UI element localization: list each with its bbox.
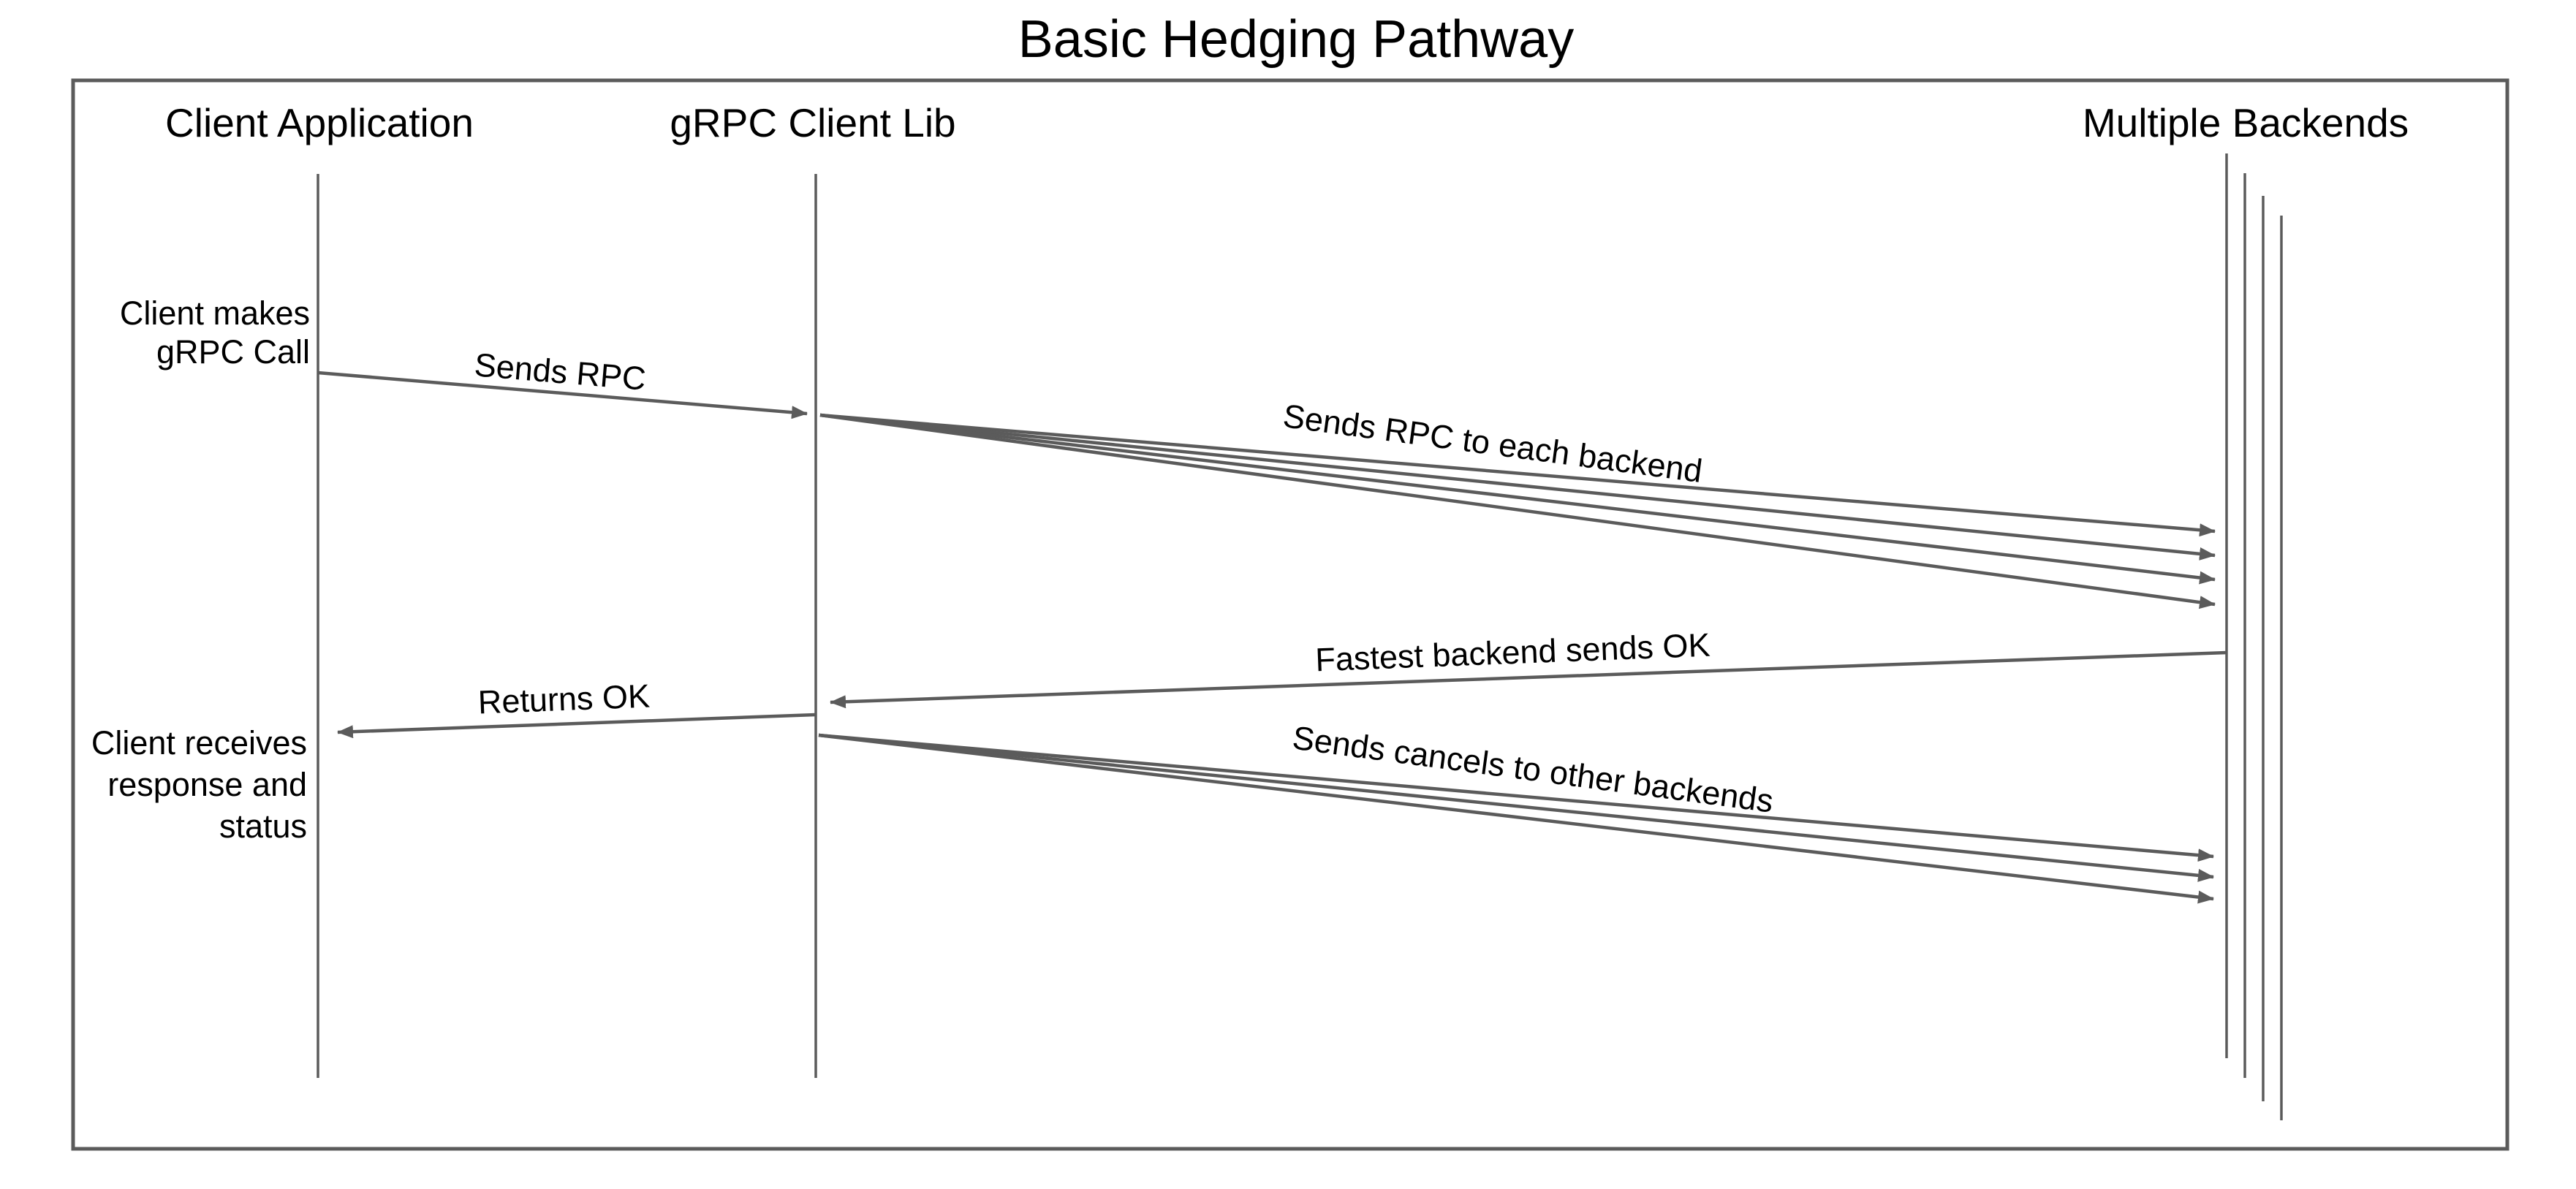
message-labels: Sends RPC Sends RPC to each backend Fast… [473,346,1776,819]
lifelines [317,153,2283,1120]
note-client-receives-line1: Client receives [91,724,307,761]
arrow-fastest-backend-ok [830,650,2227,709]
actor-grpc-client-lib: gRPC Client Lib [670,100,955,145]
arrow-rpc-to-backend-4 [819,413,2216,609]
label-sends-rpc: Sends RPC [473,346,648,397]
note-client-receives-line3: status [219,808,307,845]
arrow-sends-rpc [317,371,808,419]
arrow-cancel-backend-3 [818,733,2214,882]
label-fastest-backend-ok: Fastest backend sends OK [1314,626,1711,679]
diagram-title: Basic Hedging Pathway [1018,10,1574,69]
actor-multiple-backends: Multiple Backends [2083,100,2409,145]
arrow-cancel-backend-2 [818,733,2214,862]
note-client-makes-line2: gRPC Call [156,333,310,371]
message-arrows [317,371,2227,904]
arrow-rpc-to-backend-2 [819,413,2216,561]
arrow-cancel-backend-4 [818,733,2214,904]
diagram-frame [71,78,2509,1151]
label-returns-ok: Returns OK [477,677,651,721]
actor-client-application: Client Application [165,100,474,145]
label-sends-cancels: Sends cancels to other backends [1290,719,1776,820]
actor-labels: Client Application gRPC Client Lib Multi… [165,100,2409,145]
arrow-rpc-to-backend-1 [819,413,2216,537]
note-client-receives-line2: response and [107,766,307,803]
arrow-returns-ok [337,713,817,739]
side-annotations: Client makes gRPC Call Client receives r… [91,295,310,845]
note-client-makes-line1: Client makes [120,295,310,332]
arrow-rpc-to-backend-3 [819,413,2216,585]
